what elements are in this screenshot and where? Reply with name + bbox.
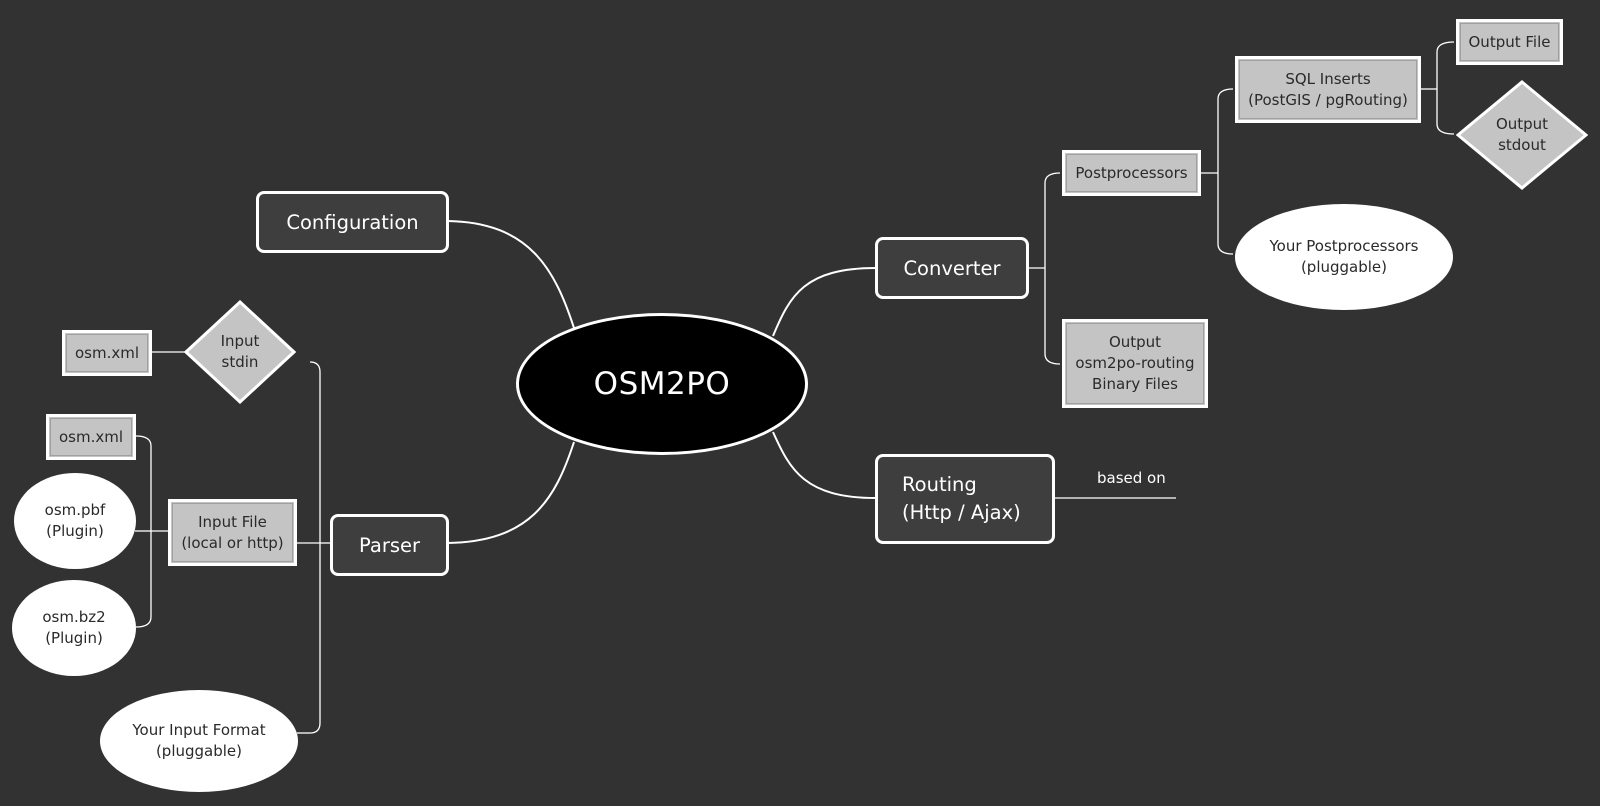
converter-label: Converter bbox=[903, 256, 1001, 280]
input-file-label: Input File (local or http) bbox=[181, 512, 284, 552]
link-postprocessors-bracket bbox=[1217, 88, 1234, 255]
parser-label: Parser bbox=[358, 533, 421, 557]
output-binary-label: Output osm2po-routing Binary Files bbox=[1075, 333, 1195, 393]
file-osm-bz2-node[interactable]: osm.bz2 (Plugin) bbox=[12, 580, 136, 676]
converter-node[interactable]: Converter bbox=[875, 237, 1029, 299]
file-osm-pbf-node[interactable]: osm.pbf (Plugin) bbox=[14, 473, 136, 569]
input-stdin-label: Input stdin bbox=[220, 332, 260, 371]
your-postprocessors-node[interactable]: Your Postprocessors (pluggable) bbox=[1235, 204, 1453, 310]
center-node[interactable]: OSM2PO bbox=[516, 313, 808, 455]
input-stdin-node[interactable]: Input stdin bbox=[183, 299, 297, 405]
link-center-configuration bbox=[446, 220, 575, 329]
file-osm-xml-node[interactable]: osm.xml bbox=[46, 414, 136, 460]
stdin-osm-xml-label: osm.xml bbox=[74, 343, 140, 362]
link-sql-bracket bbox=[1436, 41, 1455, 135]
output-stdout-node[interactable]: Output stdout bbox=[1455, 80, 1589, 190]
output-file-label: Output File bbox=[1468, 32, 1551, 51]
output-binary-node[interactable]: Output osm2po-routing Binary Files bbox=[1062, 319, 1208, 408]
center-label: OSM2PO bbox=[593, 366, 731, 402]
diamond-shape bbox=[183, 299, 297, 405]
based-on-label: based on bbox=[1097, 469, 1166, 487]
postprocessors-node[interactable]: Postprocessors bbox=[1062, 150, 1201, 196]
configuration-node[interactable]: Configuration bbox=[256, 191, 449, 253]
configuration-label: Configuration bbox=[286, 210, 419, 234]
link-center-converter bbox=[772, 267, 877, 337]
file-osm-xml-label: osm.xml bbox=[58, 427, 124, 446]
file-osm-bz2-label: osm.bz2 (Plugin) bbox=[42, 608, 106, 647]
sql-inserts-node[interactable]: SQL Inserts (PostGIS / pgRouting) bbox=[1235, 56, 1421, 123]
output-stdout-label: Output stdout bbox=[1495, 115, 1549, 154]
your-input-format-label: Your Input Format (pluggable) bbox=[132, 721, 266, 760]
your-postprocessors-label: Your Postprocessors (pluggable) bbox=[1269, 237, 1419, 276]
link-center-parser bbox=[446, 441, 575, 544]
diamond-shape bbox=[1455, 80, 1589, 190]
parser-node[interactable]: Parser bbox=[330, 514, 449, 576]
sql-inserts-label: SQL Inserts (PostGIS / pgRouting) bbox=[1248, 69, 1408, 109]
input-file-node[interactable]: Input File (local or http) bbox=[168, 499, 297, 566]
postprocessors-label: Postprocessors bbox=[1075, 163, 1188, 182]
routing-node[interactable]: Routing (Http / Ajax) bbox=[875, 454, 1055, 544]
link-parser-bracket bbox=[309, 361, 321, 734]
link-center-routing bbox=[772, 431, 877, 499]
file-osm-pbf-label: osm.pbf (Plugin) bbox=[44, 501, 106, 540]
routing-label: Routing (Http / Ajax) bbox=[902, 473, 1021, 524]
stdin-osm-xml-node[interactable]: osm.xml bbox=[62, 330, 152, 376]
link-converter-bracket bbox=[1044, 172, 1061, 365]
output-file-node[interactable]: Output File bbox=[1456, 19, 1563, 65]
your-input-format-node[interactable]: Your Input Format (pluggable) bbox=[100, 690, 298, 792]
